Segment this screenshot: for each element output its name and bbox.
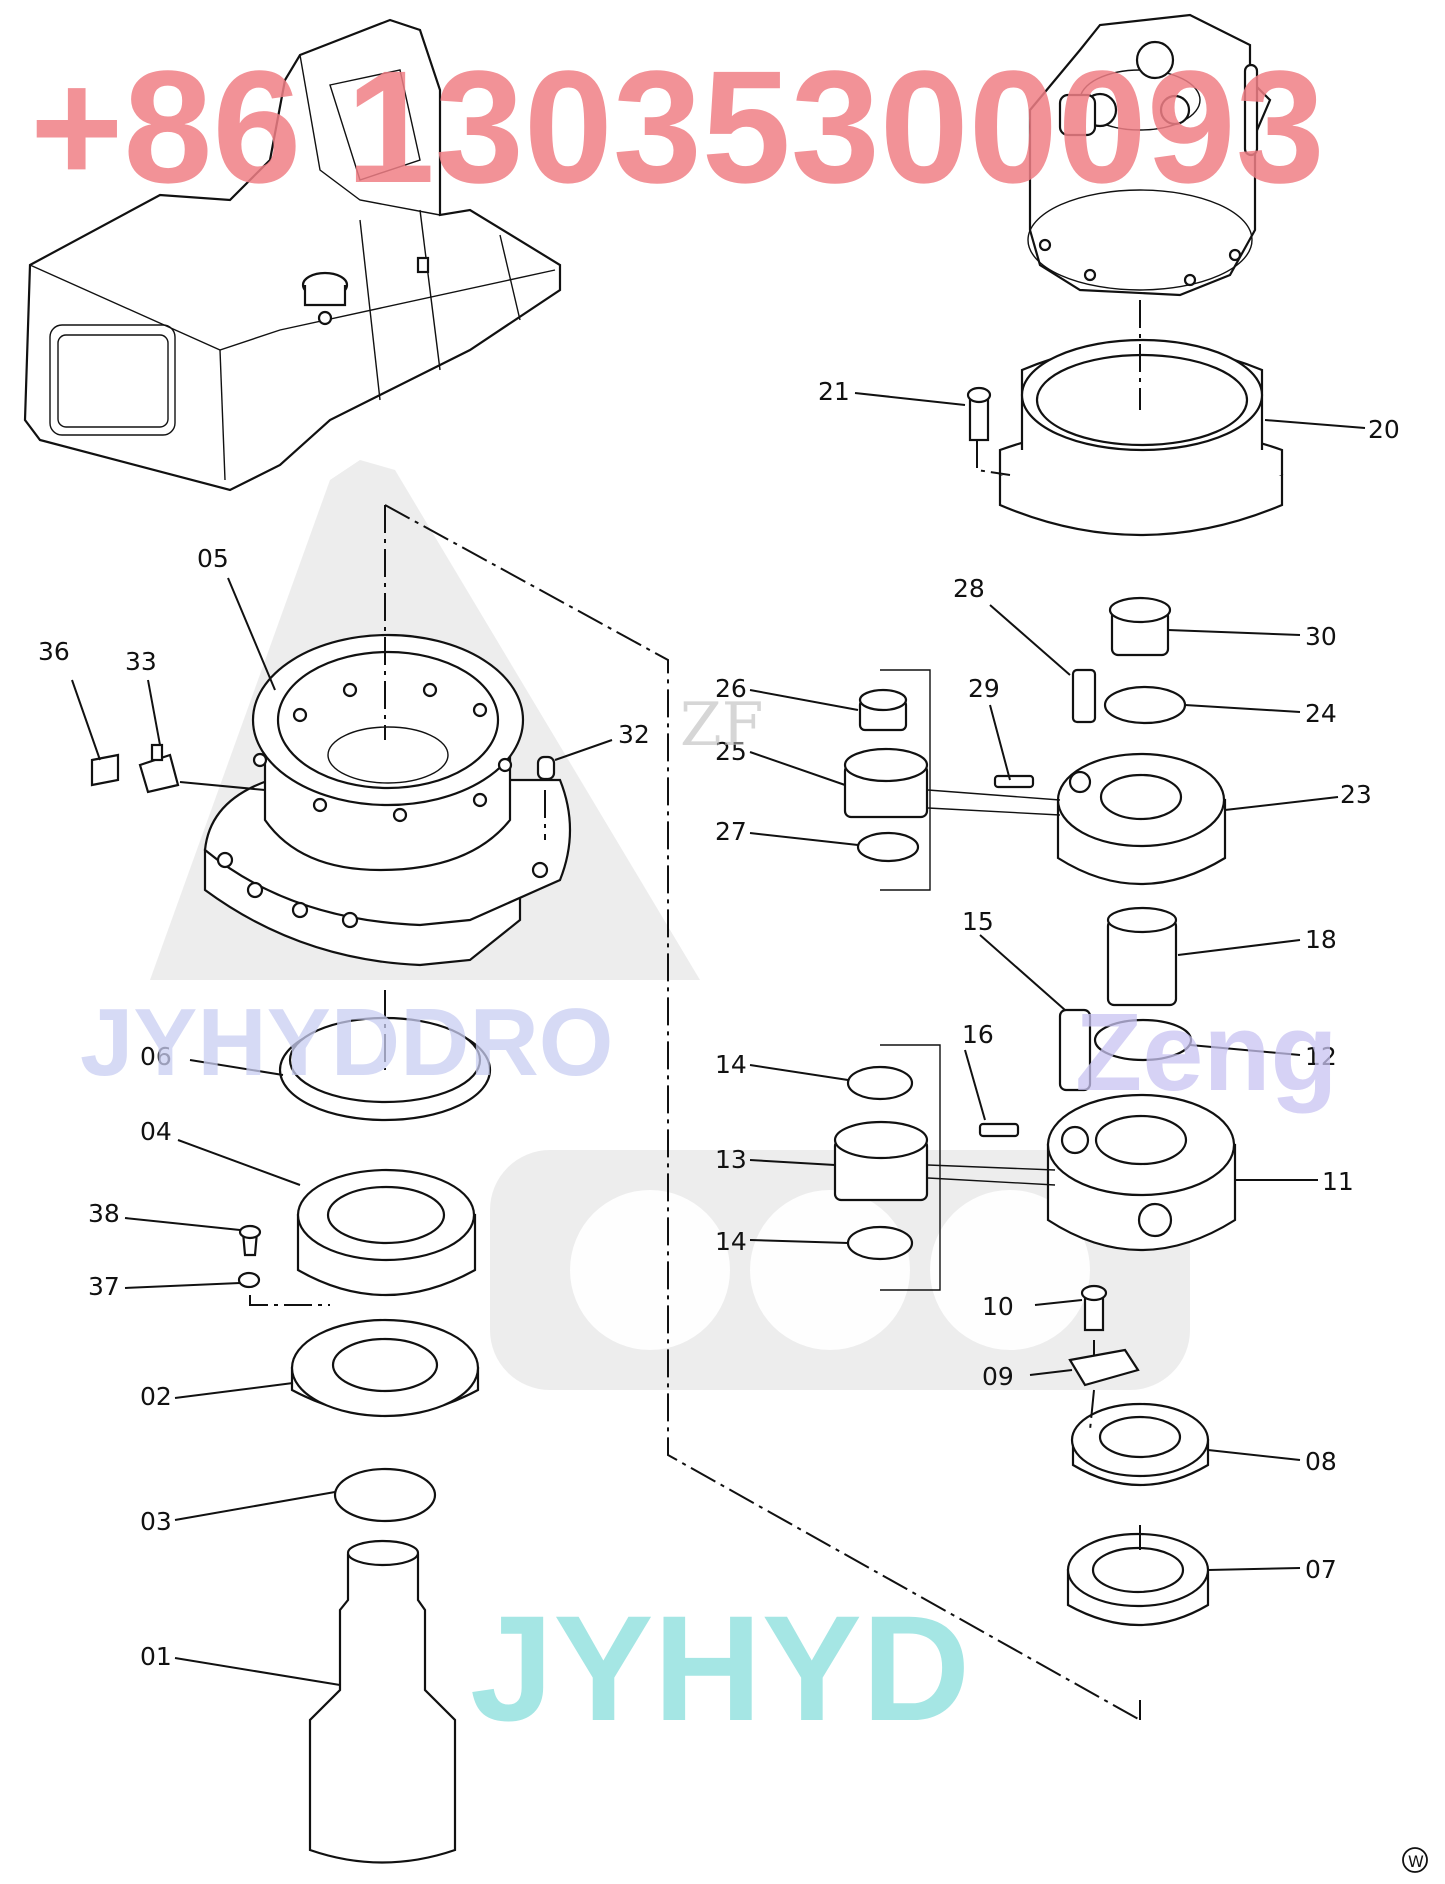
label-33: 33 [125,647,157,676]
part-15-pin [1058,1008,1092,1092]
label-28: 28 [953,574,985,603]
label-01: 01 [140,1642,172,1671]
label-23: 23 [1340,780,1372,809]
part-23-carrier [1056,752,1227,886]
part-02-retainer [290,1318,480,1418]
part-32-plug [536,755,556,781]
svg-text:W: W [1408,1852,1424,1871]
label-25: 25 [715,737,747,766]
label-16: 16 [962,1020,994,1049]
label-15: 15 [962,907,994,936]
label-37: 37 [88,1272,120,1301]
part-03-o-ring [333,1467,437,1523]
part-09-lock-plate [1068,1348,1140,1387]
label-21: 21 [818,377,850,406]
label-05: 05 [197,544,229,573]
part-16-pin [978,1122,1020,1138]
part-01-pinion-shaft [308,1539,457,1864]
part-14-thrust-washer-a [846,1065,914,1101]
part-number-labels: 05 36 33 32 06 04 38 37 02 03 01 21 20 2… [38,377,1400,1671]
label-12: 12 [1305,1042,1337,1071]
watermark-zf: ZF [680,690,763,760]
part-29-pin [993,774,1035,789]
part-14-thrust-washer-b [846,1225,914,1261]
label-36: 36 [38,637,70,666]
part-26-bearing [858,688,908,732]
label-04: 04 [140,1117,172,1146]
excavator-illustration [23,18,562,492]
part-21-bolt [966,386,992,442]
part-12-thrust-washer [1093,1018,1193,1062]
label-27: 27 [715,817,747,846]
label-07: 07 [1305,1555,1337,1584]
watermark-zeng: Zeng [1075,991,1338,1114]
label-14a: 14 [715,1050,747,1079]
part-07-bearing [1066,1532,1210,1626]
part-30-sun-gear [1108,596,1172,657]
part-13-planet-gear [833,1120,929,1202]
label-14b: 14 [715,1227,747,1256]
part-20-ring-gear [998,338,1284,537]
label-24: 24 [1305,699,1337,728]
part-11-carrier [1046,1093,1237,1251]
label-29: 29 [968,674,1000,703]
watermark-jyhyddro: JYHYDDRO [80,989,613,1096]
label-18: 18 [1305,925,1337,954]
watermark-jyhyd: JYHYD [470,1584,970,1752]
label-08: 08 [1305,1447,1337,1476]
part-05-housing [203,633,572,967]
part-18-sun-gear [1106,906,1178,1007]
watermark-phone: +86 13035300093 [30,37,1325,216]
label-32: 32 [618,720,650,749]
part-08-retainer [1070,1402,1210,1486]
label-10: 10 [982,1292,1014,1321]
part-27-thrust-washer [856,831,920,863]
label-38: 38 [88,1199,120,1228]
label-13: 13 [715,1145,747,1174]
parts-37-38-screw-washer [237,1224,262,1289]
swing-motor-illustration [1027,13,1272,297]
part-10-bolt [1080,1284,1108,1332]
part-24-thrust-washer [1103,685,1187,725]
label-20: 20 [1368,415,1400,444]
part-04-bearing [296,1168,477,1297]
label-06: 06 [140,1042,172,1071]
label-09: 09 [982,1362,1014,1391]
part-28-pin [1071,668,1097,724]
parts-33-36-fittings [90,743,180,794]
label-11: 11 [1322,1167,1354,1196]
label-02: 02 [140,1382,172,1411]
assembly-lines [249,300,1141,1721]
leader-lines [71,392,1366,1686]
label-03: 03 [140,1507,172,1536]
label-30: 30 [1305,622,1337,651]
label-26: 26 [715,674,747,703]
corner-w-mark: W [1402,1847,1428,1873]
part-25-planet-gear [843,747,929,819]
